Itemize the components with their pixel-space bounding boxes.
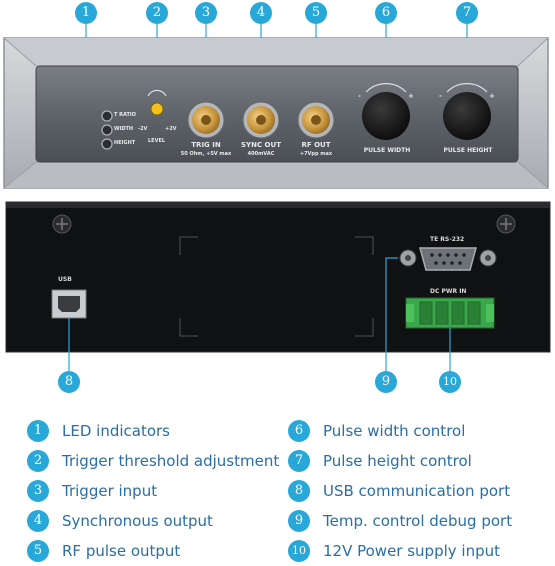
legend-item: 2 Trigger threshold adjustment [27, 446, 279, 476]
back-panel [5, 201, 551, 353]
sync-out-label: SYNC OUT [241, 141, 281, 149]
dc-power-terminal[interactable] [405, 297, 495, 329]
sync-out-spec: 400mVAC [247, 151, 275, 157]
pulse-width-plus: + [408, 92, 414, 100]
usb-port[interactable] [51, 289, 87, 319]
legend-number: 4 [27, 510, 49, 532]
legend-label: RF pulse output [62, 542, 181, 560]
led-t-ratio [101, 110, 113, 122]
rs232-port[interactable] [399, 247, 497, 271]
legend-item: 3 Trigger input [27, 476, 157, 506]
rf-out-spec: +7Vpp max [299, 151, 333, 157]
callout-4: 4 [250, 2, 272, 24]
legend-item: 7 Pulse height control [288, 446, 472, 476]
legend-number: 1 [27, 420, 49, 442]
legend-number: 7 [288, 450, 310, 472]
sync-out-connector[interactable] [242, 101, 280, 139]
callout-8: 8 [58, 371, 80, 393]
callout-1: 1 [75, 2, 97, 24]
usb-label: USB [58, 276, 72, 283]
bottom-leader-lines [68, 257, 451, 371]
legend-number: 10 [288, 540, 310, 562]
legend-label: Pulse width control [323, 422, 466, 440]
legend-item: 10 12V Power supply input [288, 536, 500, 566]
legend: 1 LED indicators 2 Trigger threshold adj… [0, 410, 555, 564]
pulse-height-label: PULSE HEIGHT [443, 147, 493, 154]
callout-3: 3 [195, 2, 217, 24]
pulse-height-knob[interactable] [443, 83, 491, 140]
legend-label: USB communication port [323, 482, 511, 500]
legend-label: Temp. control debug port [323, 512, 513, 530]
legend-item: 5 RF pulse output [27, 536, 180, 566]
pulse-height-minus: - [439, 92, 442, 100]
front-panel [3, 37, 549, 189]
legend-item: 9 Temp. control debug port [288, 506, 512, 536]
callout-6: 6 [375, 2, 397, 24]
legend-item: 8 USB communication port [288, 476, 510, 506]
legend-item: 4 Synchronous output [27, 506, 213, 536]
trig-in-connector[interactable] [187, 101, 225, 139]
legend-number: 5 [27, 540, 49, 562]
legend-number: 2 [27, 450, 49, 472]
pulse-width-minus: - [358, 92, 361, 100]
legend-label: LED indicators [62, 422, 170, 440]
pulse-height-plus: + [489, 92, 495, 100]
callout-2: 2 [146, 2, 168, 24]
level-max-label: +2V [165, 126, 177, 132]
rf-out-connector[interactable] [297, 101, 335, 139]
callout-10: 10 [439, 371, 461, 393]
dc-pwr-label: DC PWR IN [430, 288, 467, 295]
legend-label: 12V Power supply input [323, 542, 500, 560]
led-height [101, 138, 113, 150]
callout-5: 5 [305, 2, 327, 24]
legend-label: Synchronous output [62, 512, 213, 530]
trig-in-label: TRIG IN [191, 141, 221, 149]
level-label: LEVEL [148, 138, 166, 144]
pulse-width-label: PULSE WIDTH [363, 147, 411, 154]
rs232-label: TE RS-232 [430, 236, 465, 243]
device-diagram [3, 24, 551, 371]
legend-item: 6 Pulse width control [288, 416, 465, 446]
led-t-ratio-label: T RATIO [114, 112, 137, 118]
rf-out-label: RF OUT [301, 141, 331, 149]
led-height-label: HEIGHT [114, 140, 136, 146]
legend-label: Trigger threshold adjustment [62, 452, 280, 470]
level-min-label: -2V [138, 126, 148, 132]
pulse-width-knob[interactable] [362, 83, 410, 140]
led-width-label: WIDTH [114, 126, 134, 132]
legend-number: 6 [288, 420, 310, 442]
legend-label: Pulse height control [323, 452, 472, 470]
legend-item: 1 LED indicators [27, 416, 170, 446]
led-indicators [101, 110, 113, 150]
legend-number: 8 [288, 480, 310, 502]
level-trim-pot[interactable] [147, 89, 167, 116]
trig-in-spec: 50 Ohm, +5V max [180, 151, 232, 157]
callout-7: 7 [456, 2, 478, 24]
legend-number: 9 [288, 510, 310, 532]
legend-number: 3 [27, 480, 49, 502]
led-width [101, 124, 113, 136]
callout-9: 9 [375, 371, 397, 393]
legend-label: Trigger input [62, 482, 158, 500]
